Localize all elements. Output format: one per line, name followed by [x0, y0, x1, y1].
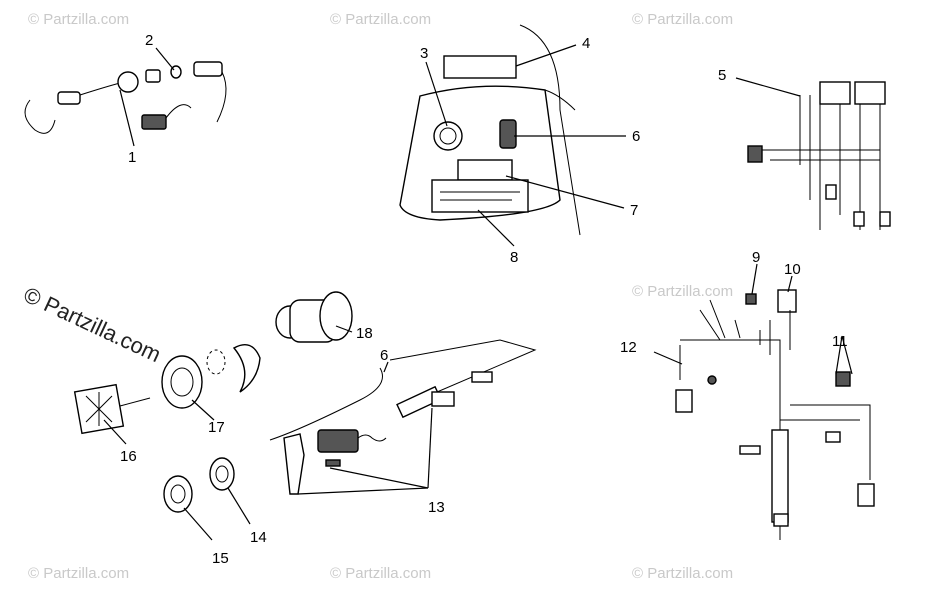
watermark-mid-right: © Partzilla.com	[632, 283, 733, 300]
callout-8: 8	[510, 249, 518, 266]
watermark-bottom-right: © Partzilla.com	[632, 565, 733, 582]
callout-6-kill-switch: 6	[380, 347, 388, 364]
callout-7: 7	[630, 202, 638, 219]
watermark-bottom-center: © Partzilla.com	[330, 565, 431, 582]
watermark-layer: © Partzilla.com © Partzilla.com © Partzi…	[20, 11, 733, 582]
switch-assembly-drawing	[73, 291, 353, 513]
kill-switch-assembly-drawing	[269, 339, 537, 495]
watermark-top-center: © Partzilla.com	[330, 11, 431, 28]
callout-17: 17	[208, 419, 225, 436]
wiring-harness-top-drawing	[747, 81, 891, 230]
console-panel-drawing	[399, 24, 581, 236]
callout-15: 15	[212, 550, 229, 567]
callout-11: 11	[832, 333, 848, 350]
watermark-bottom-left: © Partzilla.com	[28, 565, 129, 582]
watermark-top-left: © Partzilla.com	[28, 11, 129, 28]
callout-18: 18	[356, 325, 373, 342]
ignition-key-assembly-drawing	[24, 61, 227, 134]
callout-12: 12	[620, 339, 637, 356]
wiring-harness-main-drawing	[675, 289, 875, 540]
leader-lines	[103, 44, 853, 541]
callout-3: 3	[420, 45, 428, 62]
callout-4: 4	[582, 35, 590, 52]
callout-13: 13	[428, 499, 445, 516]
callout-labels: 1 2 3 4 5 6 6 7 8 9 10 11 12 13 14 15 16…	[120, 32, 848, 567]
callout-10: 10	[784, 261, 801, 278]
callout-16: 16	[120, 448, 137, 465]
callout-1: 1	[128, 149, 136, 166]
callout-5: 5	[718, 67, 726, 84]
callout-6-console: 6	[632, 128, 640, 145]
callout-14: 14	[250, 529, 267, 546]
watermark-large-diagonal: © Partzilla.com	[20, 282, 165, 367]
callout-2: 2	[145, 32, 153, 49]
callout-9: 9	[752, 249, 760, 266]
watermark-top-right: © Partzilla.com	[632, 11, 733, 28]
